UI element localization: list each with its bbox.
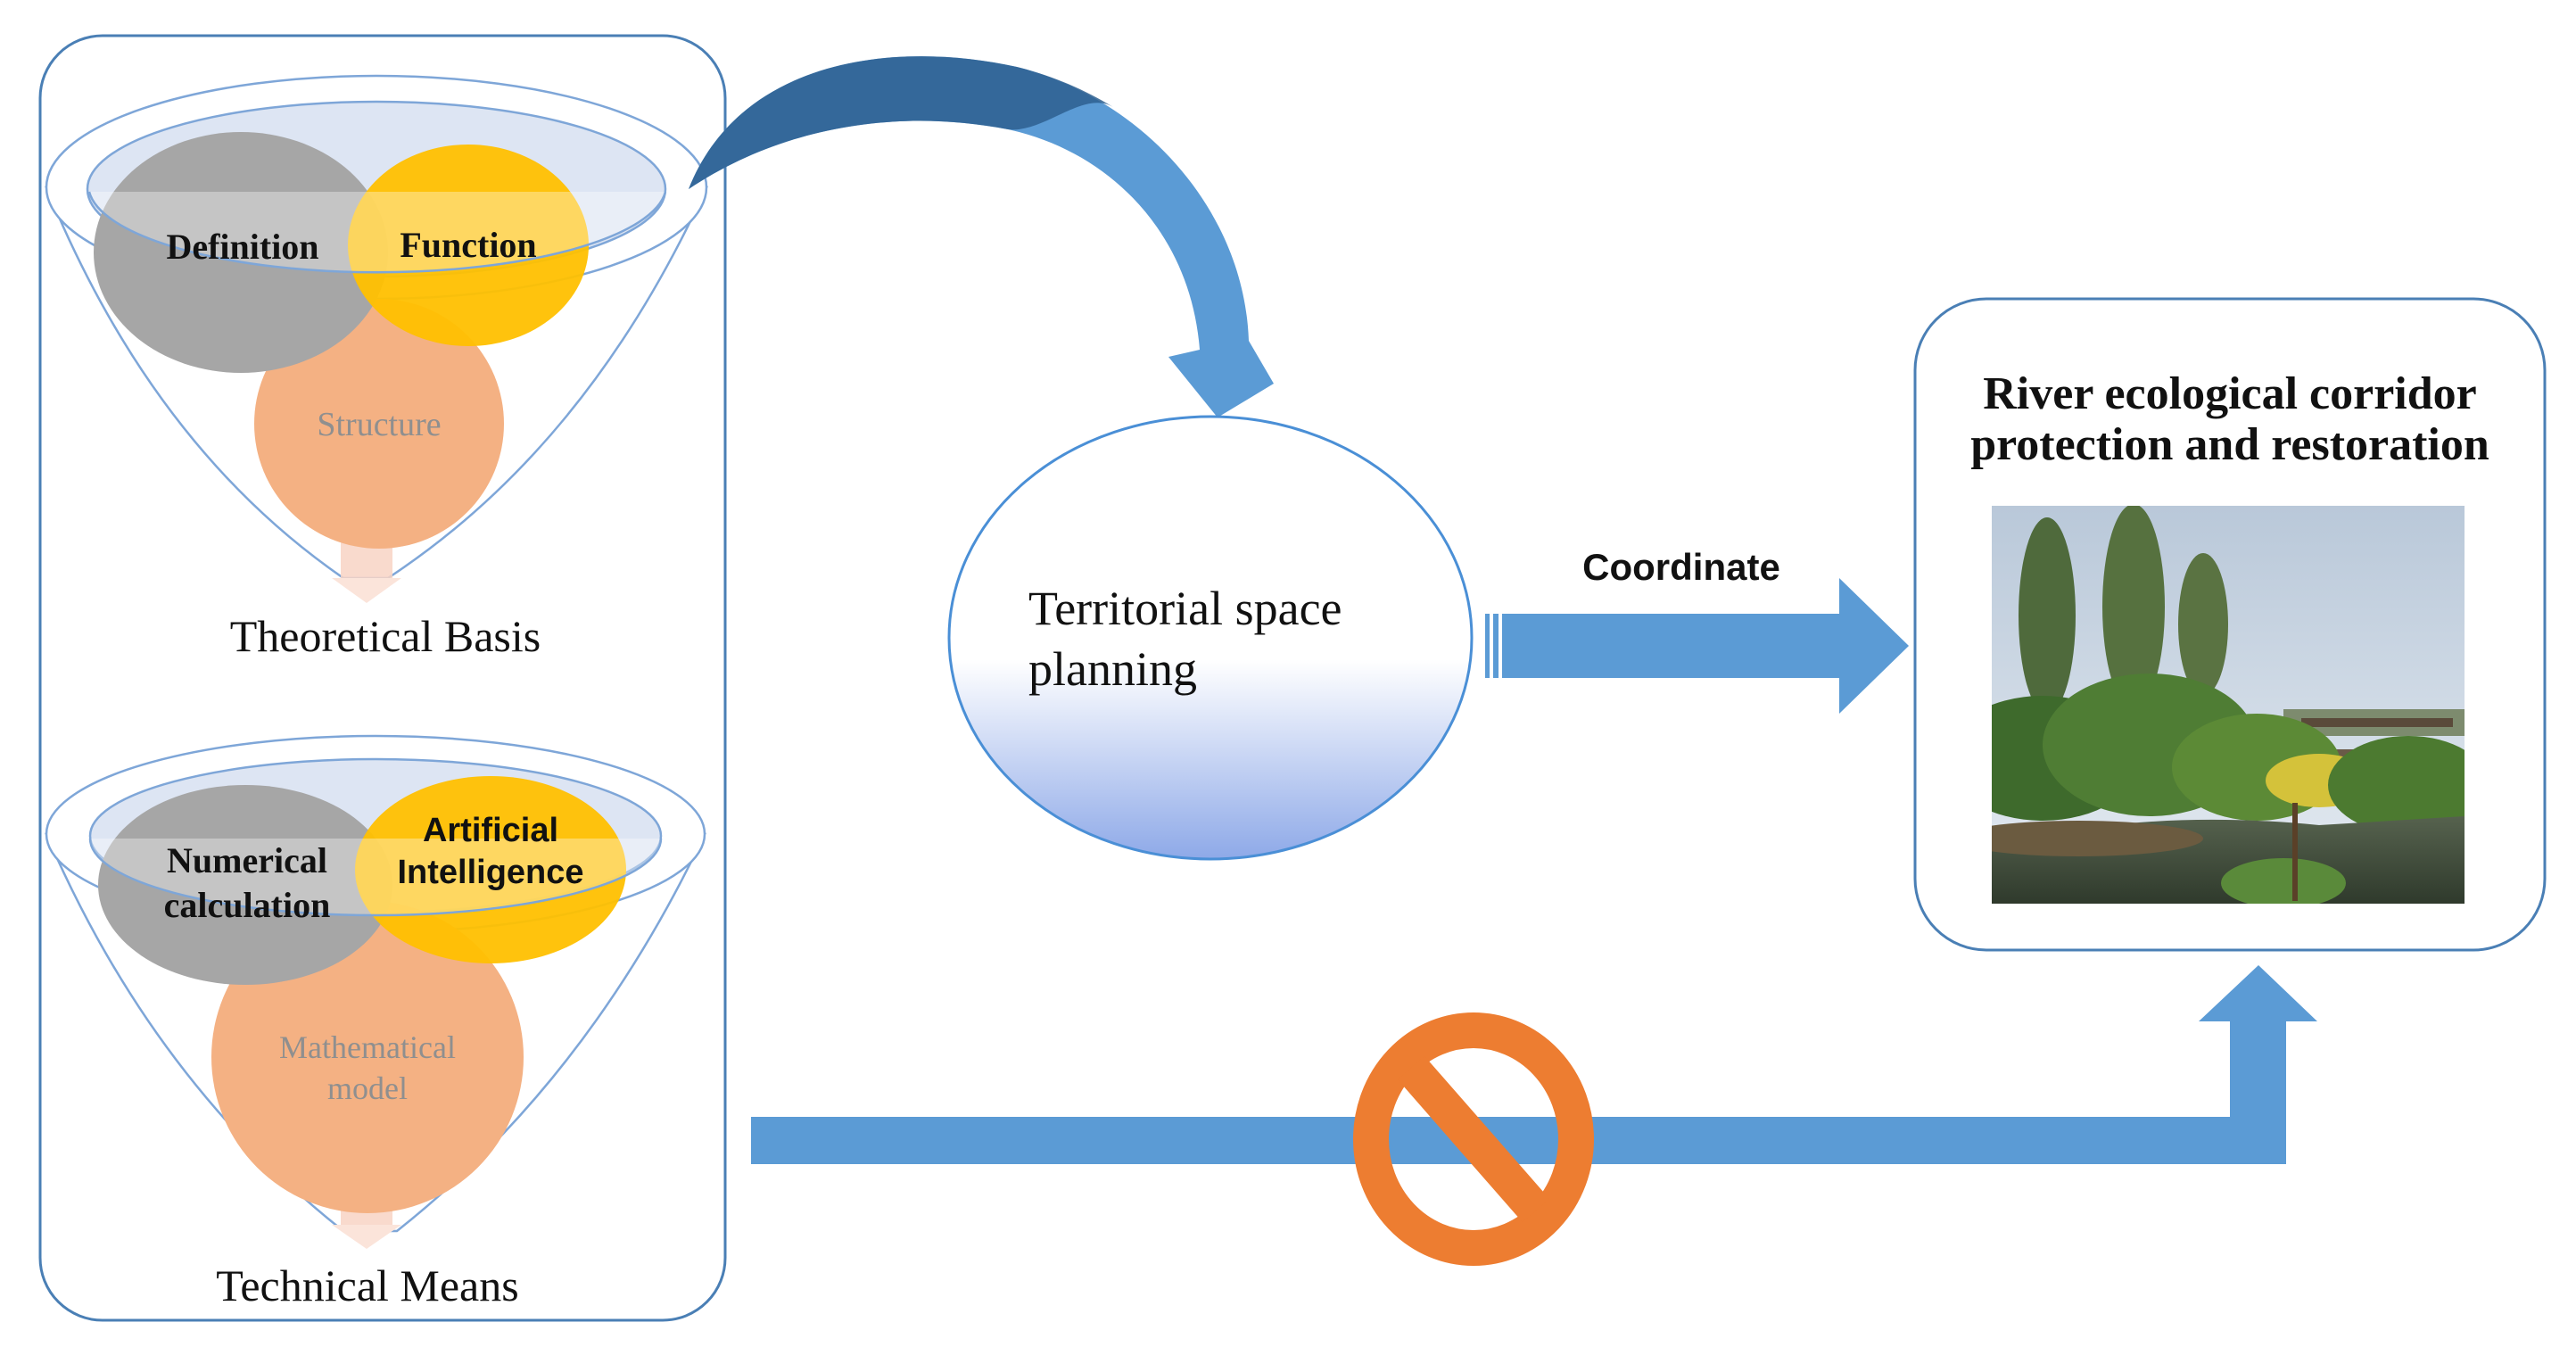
coordinate-label: Coordinate bbox=[1582, 546, 1780, 588]
label-structure: Structure bbox=[317, 406, 441, 443]
result-title-line2: protection and restoration bbox=[1970, 419, 2489, 470]
caption-theoretical-basis: Theoretical Basis bbox=[230, 611, 541, 661]
result-panel: River ecological corridor protection and… bbox=[1913, 297, 2547, 952]
rim-overlay-top bbox=[87, 191, 667, 274]
result-title-line1: River ecological corridor bbox=[1983, 368, 2477, 419]
label-numerical: Numerical bbox=[167, 840, 327, 880]
label-function: Function bbox=[400, 225, 536, 265]
label-calculation: calculation bbox=[164, 885, 331, 925]
circle-structure bbox=[254, 299, 504, 549]
circle-numerical-calculation bbox=[98, 785, 392, 985]
label-mathematical: Mathematical bbox=[279, 1029, 456, 1065]
territorial-planning-node: Territorial space planning bbox=[947, 415, 1474, 861]
funnel-spout-tip-bottom bbox=[332, 1225, 401, 1249]
caption-technical-means: Technical Means bbox=[216, 1260, 518, 1310]
curved-arrow bbox=[689, 56, 1274, 417]
circle-definition bbox=[94, 132, 388, 373]
funnel-spout-tip-top bbox=[332, 578, 401, 603]
river-landscape-photo bbox=[1992, 506, 2465, 904]
label-intelligence: Intelligence bbox=[397, 854, 583, 891]
coordinate-arrow: Coordinate bbox=[1485, 546, 1909, 714]
blocked-path-arrow bbox=[751, 965, 2317, 1164]
planning-line2: planning bbox=[1028, 642, 1197, 696]
label-model: model bbox=[327, 1070, 408, 1106]
technical-means-funnel: Numerical calculation Artificial Intelli… bbox=[45, 734, 706, 1310]
label-definition: Definition bbox=[166, 227, 318, 267]
rim-overlay-bottom bbox=[88, 838, 663, 917]
circle-artificial-intelligence bbox=[355, 776, 626, 963]
circle-function bbox=[348, 145, 589, 346]
label-artificial: Artificial bbox=[423, 812, 558, 849]
planning-line1: Territorial space bbox=[1028, 582, 1342, 635]
no-entry-icon bbox=[1353, 1012, 1594, 1266]
theoretical-basis-funnel: Definition Function Structure Theoretica… bbox=[45, 74, 708, 661]
